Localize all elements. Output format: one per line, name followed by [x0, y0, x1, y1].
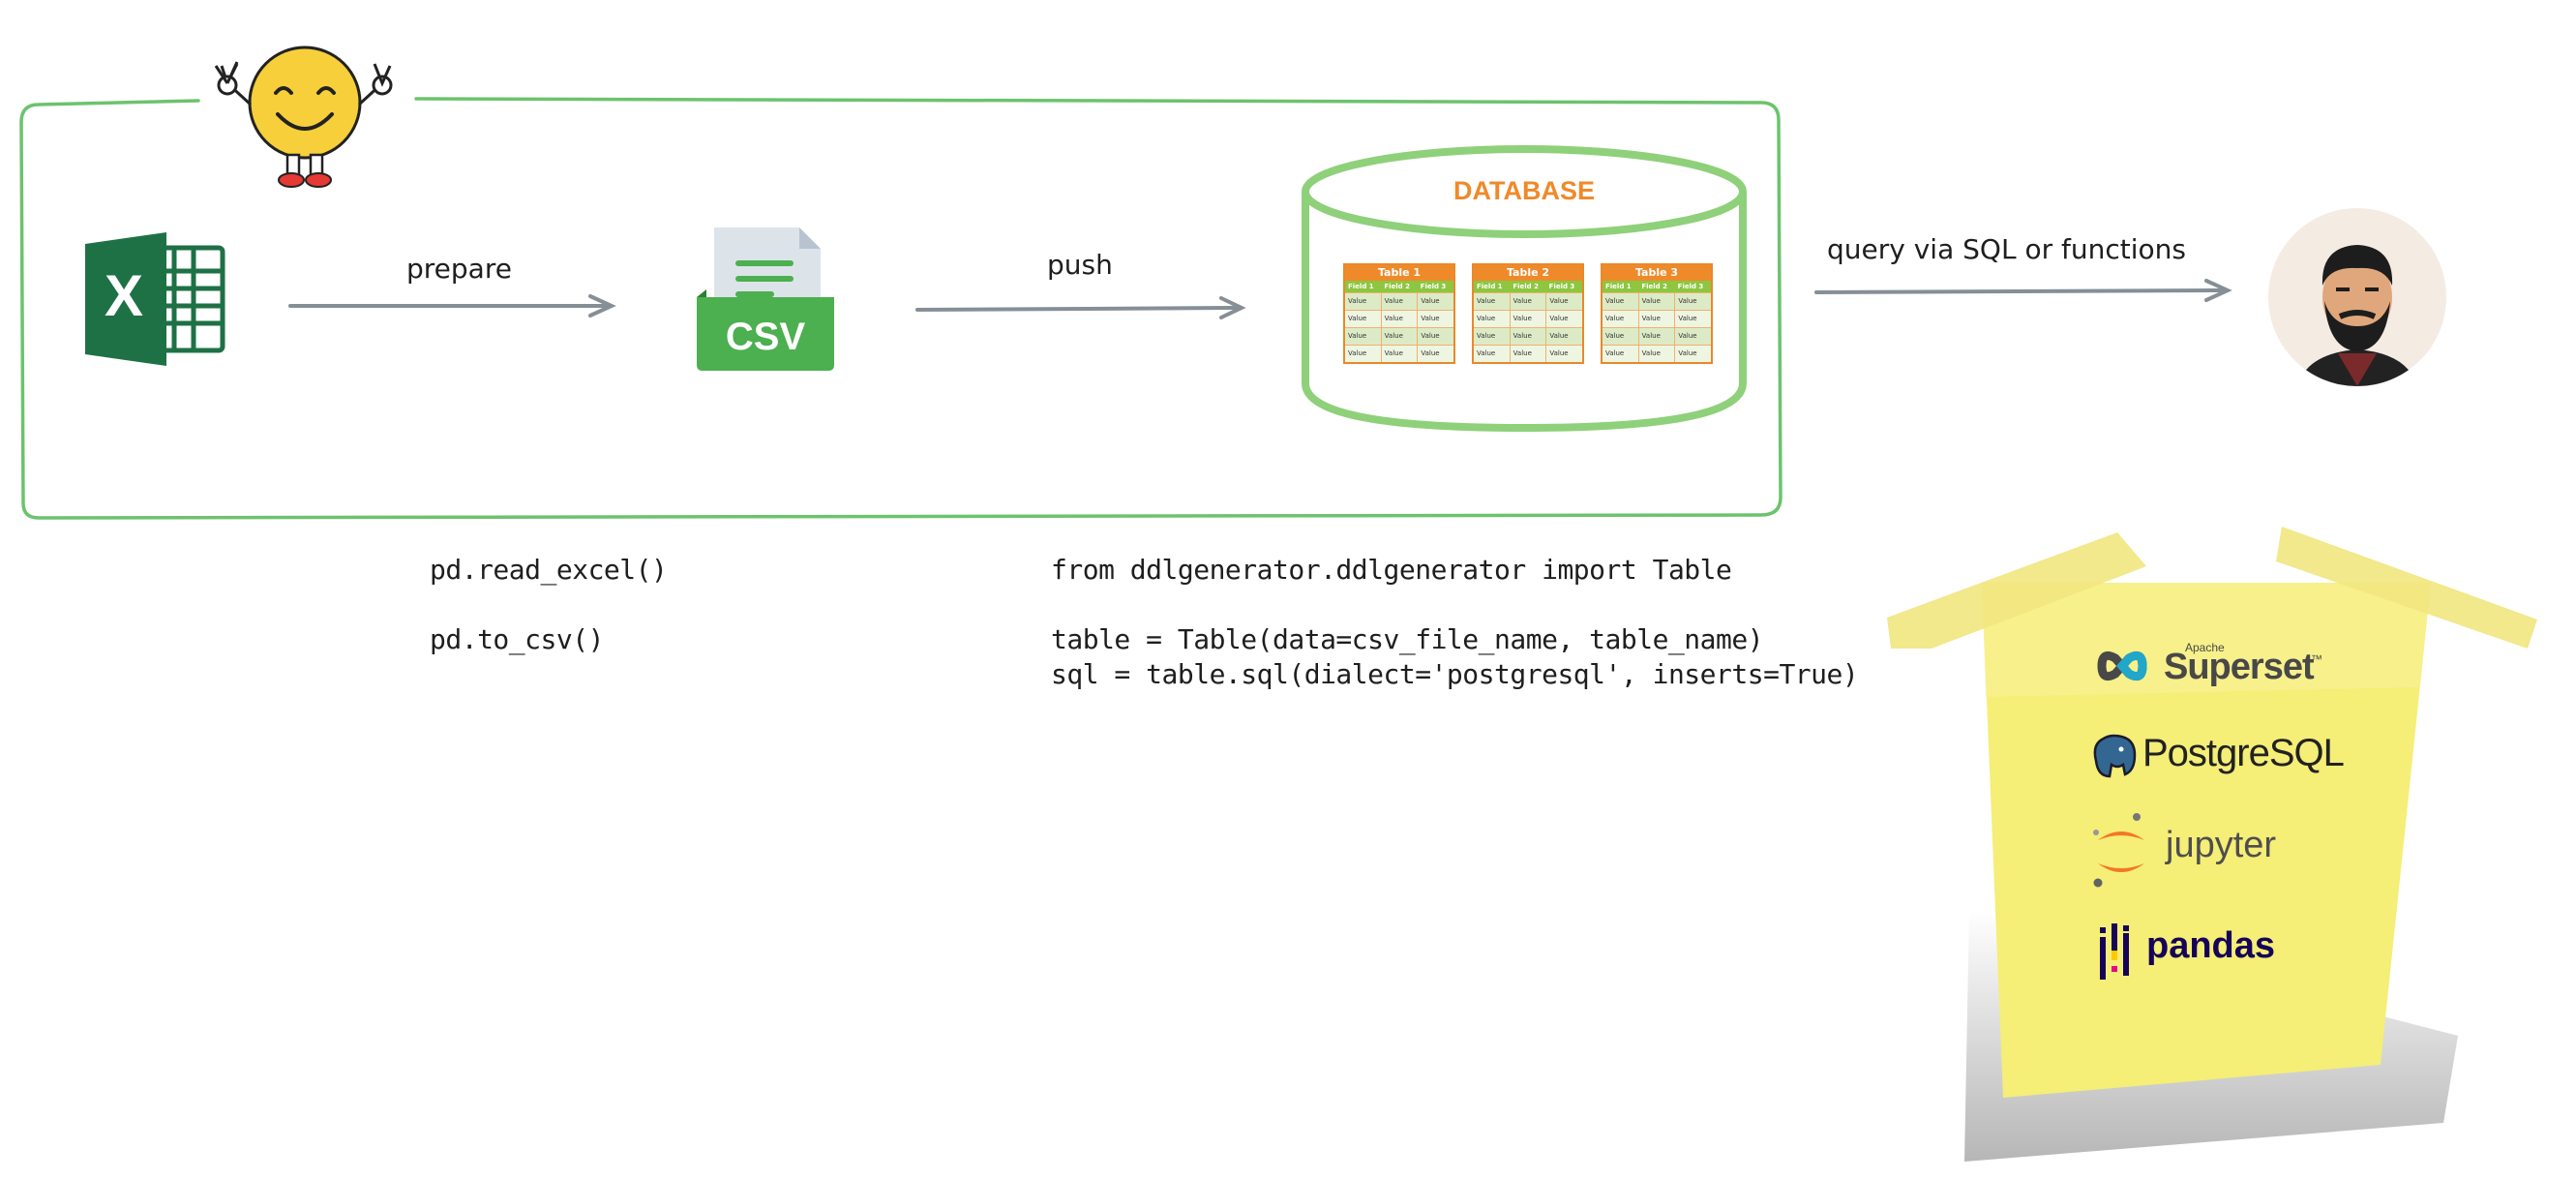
field-header: Field 3	[1548, 283, 1575, 290]
postgresql-elephant-icon	[2093, 734, 2137, 778]
table-cell: Value	[1545, 346, 1582, 362]
field-header: Field 3	[1677, 283, 1704, 290]
table-cell: Value	[1605, 332, 1625, 340]
pandas-label: pandas	[2146, 925, 2276, 966]
superset-apache-label: Apache	[2185, 641, 2225, 654]
table-cell: Value	[1637, 328, 1675, 345]
field-header: Field 3	[1420, 283, 1447, 290]
superset-logo-icon	[2097, 650, 2147, 681]
arrow-query	[1814, 279, 2232, 302]
user-avatar-icon	[2268, 208, 2446, 386]
table-cell: Value	[1509, 328, 1546, 345]
table-cell: Value	[1348, 297, 1367, 305]
code-sql-line: sql = table.sql(dialect='postgresql', in…	[1051, 658, 1859, 690]
table-cell: Value	[1348, 349, 1367, 357]
database-cylinder-icon	[1302, 145, 1747, 432]
superset-trademark: ™	[2311, 652, 2322, 666]
code-read-excel: pd.read_excel()	[430, 554, 668, 586]
step-label-prepare: prepare	[406, 253, 512, 285]
superset-label: Superset	[2164, 647, 2315, 687]
code-table-line: table = Table(data=csv_file_name, table_…	[1051, 623, 1764, 655]
table-cell: Value	[1605, 315, 1625, 322]
field-header: Field 1	[1477, 283, 1503, 290]
table-cell: Value	[1477, 297, 1496, 305]
table-cell: Value	[1348, 332, 1367, 340]
table-cell: Value	[1417, 328, 1453, 345]
csv-label: CSV	[725, 316, 806, 358]
table-cell: Value	[1509, 346, 1546, 362]
table-cell: Value	[1637, 293, 1675, 310]
table-cell: Value	[1477, 332, 1496, 340]
table-title: Table 3	[1603, 265, 1711, 281]
step-label-query: query via SQL or functions	[1827, 233, 2186, 265]
field-header: Field 2	[1384, 283, 1410, 290]
svg-text:X: X	[105, 263, 143, 328]
code-import-line: from ddlgenerator.ddlgenerator import Ta…	[1051, 554, 1732, 586]
table-cell: Value	[1380, 328, 1418, 345]
table-cell: Value	[1545, 311, 1582, 327]
table-cell: Value	[1605, 297, 1625, 305]
csv-file-icon	[697, 227, 834, 371]
table-cell: Value	[1380, 346, 1418, 362]
sticky-note	[1887, 527, 2537, 1162]
field-header: Field 1	[1605, 283, 1632, 290]
step-label-push: push	[1047, 249, 1113, 281]
table-cell: Value	[1380, 293, 1418, 310]
pandas-logo-icon	[2100, 923, 2129, 980]
table-cell: Value	[1417, 293, 1453, 310]
database-label: DATABASE	[1453, 176, 1595, 205]
table-title: Table 1	[1345, 265, 1453, 281]
table-cell: Value	[1509, 311, 1546, 327]
table-cell: Value	[1637, 311, 1675, 327]
arrow-prepare	[288, 294, 616, 317]
arrow-push	[915, 296, 1246, 319]
table-cell: Value	[1348, 315, 1367, 322]
excel-icon: X	[85, 232, 225, 366]
table-cell: Value	[1509, 293, 1546, 310]
table-cell: Value	[1674, 328, 1711, 345]
field-header: Field 2	[1641, 283, 1667, 290]
postgresql-label: PostgreSQL	[2142, 732, 2345, 774]
table-cell: Value	[1637, 346, 1675, 362]
table-cell: Value	[1545, 293, 1582, 310]
field-header: Field 1	[1348, 283, 1374, 290]
table-cell: Value	[1545, 328, 1582, 345]
code-to-csv: pd.to_csv()	[430, 623, 604, 655]
table-cell: Value	[1674, 293, 1711, 310]
table-cell: Value	[1674, 311, 1711, 327]
field-header: Field 2	[1513, 283, 1539, 290]
table-cell: Value	[1417, 311, 1453, 327]
table-cell: Value	[1605, 349, 1625, 357]
table-cell: Value	[1380, 311, 1418, 327]
pipeline-frame	[19, 97, 1782, 520]
table-cell: Value	[1477, 315, 1496, 322]
table-cell: Value	[1674, 346, 1711, 362]
table-cell: Value	[1477, 349, 1496, 357]
table-title: Table 2	[1474, 265, 1582, 281]
table-cell: Value	[1417, 346, 1453, 362]
smiley-mascot-icon	[214, 45, 393, 188]
jupyter-label: jupyter	[2166, 825, 2277, 865]
jupyter-logo-icon	[2093, 813, 2144, 888]
